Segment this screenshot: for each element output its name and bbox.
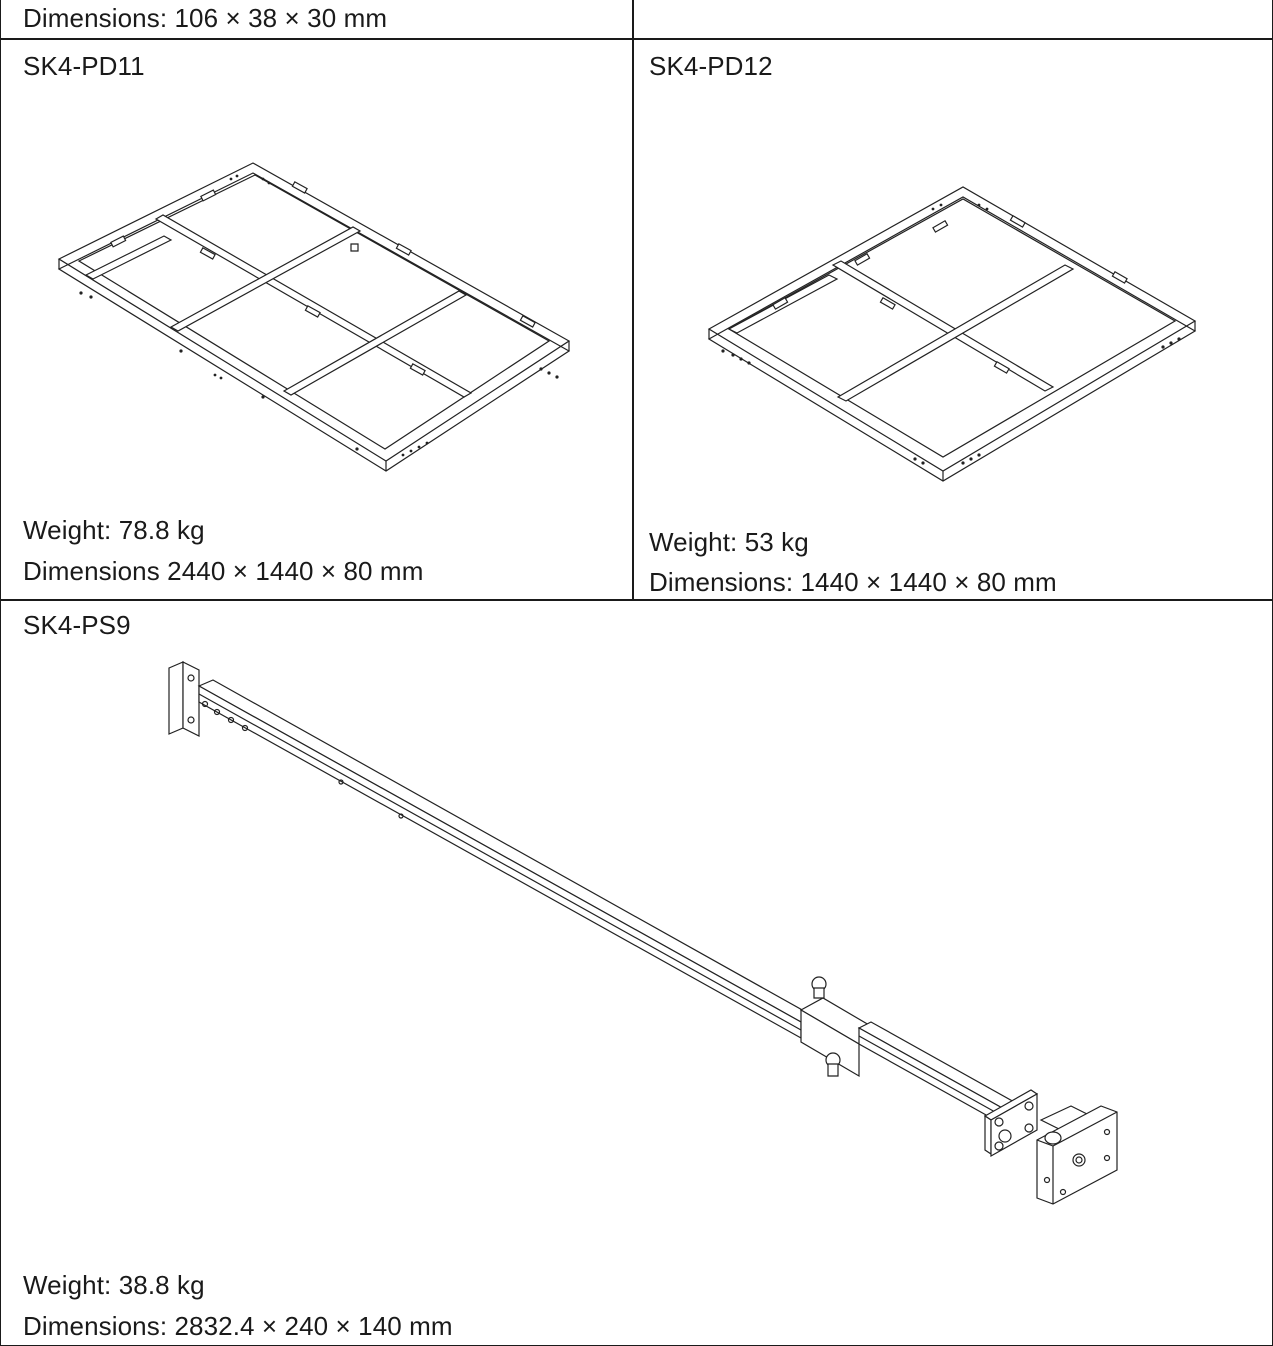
pd11-weight: Weight: 78.8 kg bbox=[23, 515, 205, 545]
ps9-cell: SK4-PS9 bbox=[0, 599, 1273, 1346]
pd12-weight: Weight: 53 kg bbox=[649, 527, 809, 557]
top-right-cell bbox=[632, 0, 1273, 40]
pd11-model-label: SK4-PD11 bbox=[23, 51, 145, 81]
top-left-cell: Dimensions: 106 × 38 × 30 mm bbox=[0, 0, 634, 40]
pd11-frame-drawing bbox=[1, 79, 635, 499]
ps9-dimensions: Dimensions: 2832.4 × 240 × 140 mm bbox=[23, 1311, 453, 1341]
pd12-dimensions: Dimensions: 1440 × 1440 × 80 mm bbox=[649, 567, 1057, 597]
pd11-dimensions: Dimensions 2440 × 1440 × 80 mm bbox=[23, 556, 424, 586]
pd12-frame-drawing bbox=[633, 79, 1273, 499]
top-dimensions-text: Dimensions: 106 × 38 × 30 mm bbox=[23, 3, 388, 33]
pd12-cell: SK4-PD12 bbox=[632, 38, 1273, 601]
pd12-model-label: SK4-PD12 bbox=[649, 51, 773, 81]
ps9-model-label: SK4-PS9 bbox=[23, 610, 131, 640]
ps9-strut-drawing bbox=[1, 650, 1273, 1290]
ps9-weight: Weight: 38.8 kg bbox=[23, 1270, 205, 1300]
pd11-cell: SK4-PD11 bbox=[0, 38, 634, 601]
